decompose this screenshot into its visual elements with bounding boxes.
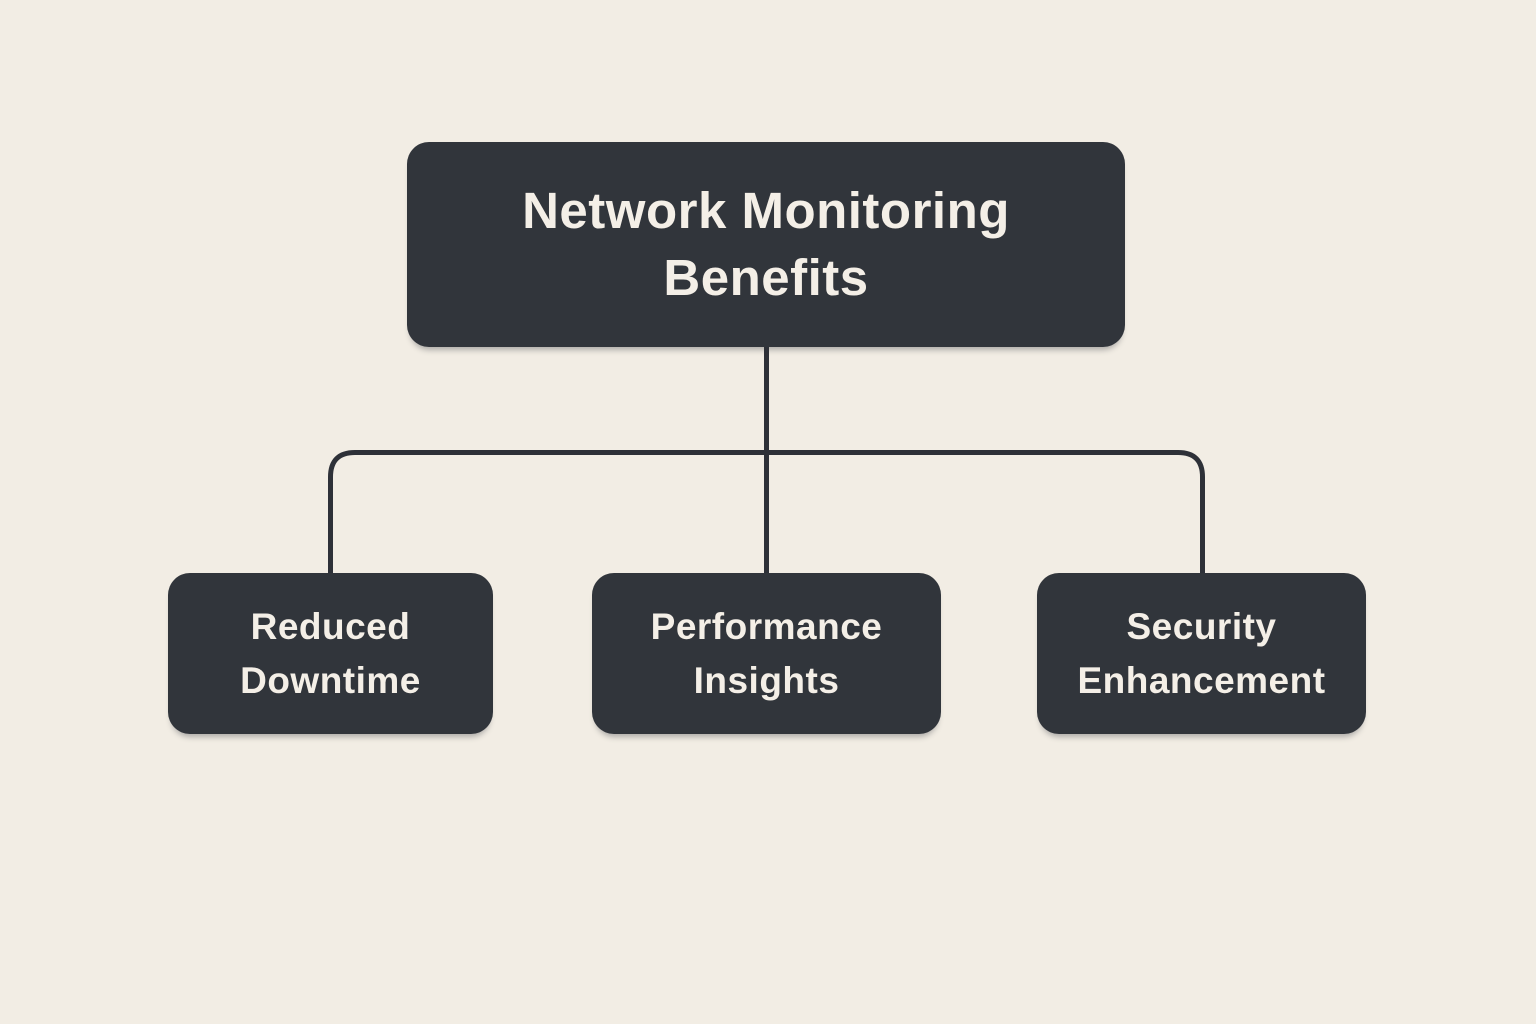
root-node-network-monitoring-benefits: Network Monitoring Benefits [407, 142, 1125, 347]
child-node-security-enhancement: Security Enhancement [1037, 573, 1366, 734]
child-node-label: Performance Insights [650, 605, 883, 701]
connector-branch-elbow [328, 450, 1205, 573]
child-node-reduced-downtime: Reduced Downtime [168, 573, 493, 734]
root-node-label: Network Monitoring Benefits [522, 182, 1010, 306]
child-node-label: Reduced Downtime [240, 605, 421, 701]
child-node-performance-insights: Performance Insights [592, 573, 941, 734]
connector-group [328, 347, 1205, 573]
child-node-label: Security Enhancement [1077, 605, 1326, 701]
